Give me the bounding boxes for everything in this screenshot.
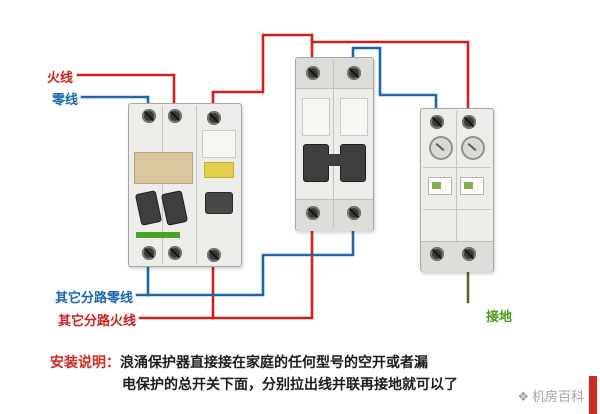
label-live-wire: 火线 <box>47 71 74 86</box>
terminal-screw <box>347 206 361 220</box>
groove-line <box>423 167 491 168</box>
terminal-screw <box>306 206 320 220</box>
spec-label <box>340 98 368 136</box>
accent-bar <box>589 376 597 414</box>
watermark: ❖机房百科 <box>517 386 584 405</box>
terminal-screw <box>142 246 156 260</box>
brand-icon: ❖ <box>517 390 529 405</box>
terminal-screw <box>430 115 444 129</box>
groove-line <box>423 209 491 210</box>
note-title: 安装说明： <box>50 355 120 371</box>
module-divider <box>196 106 197 264</box>
label-branch-neutral: 其它分路零线 <box>55 291 134 306</box>
label-ground: 接地 <box>486 310 513 325</box>
toggle-lever <box>134 190 163 226</box>
terminal-screw <box>430 247 444 261</box>
live-wire-to-spd <box>310 40 470 120</box>
spec-label <box>302 98 330 136</box>
terminal-screw <box>306 66 320 80</box>
status-indicator <box>464 182 473 189</box>
branch-live-bus <box>138 224 314 320</box>
dial-knob <box>461 136 485 160</box>
live-wire-loop <box>211 33 314 109</box>
pole-divider <box>162 106 163 264</box>
label-neutral-wire: 零线 <box>52 93 79 108</box>
status-window <box>460 177 484 195</box>
rating-label <box>134 152 193 184</box>
neutral-wire-to-spd <box>351 46 438 120</box>
rcbo-breaker-device <box>128 103 242 267</box>
toggle-lever <box>340 144 366 182</box>
terminal-screw <box>168 109 182 123</box>
status-window <box>428 177 452 195</box>
installation-note: 安装说明：浪涌保护器直接接在家庭的任何型号的空开或者漏 电保护的总开关下面，分别… <box>50 352 575 396</box>
terminal-screw <box>207 248 221 262</box>
note-line2: 电保护的总开关下面，分别拉出线并联再接地就可以了 <box>122 377 458 393</box>
note-line1: 浪涌保护器直接接在家庭的任何型号的空开或者漏 <box>120 355 428 371</box>
terminal-screw <box>142 109 156 123</box>
surge-protector-device <box>420 108 494 272</box>
brand-mark <box>136 232 180 238</box>
terminal-screw <box>462 247 476 261</box>
terminal-screw <box>462 115 476 129</box>
terminal-screw <box>207 111 221 125</box>
terminal-screw <box>347 66 361 80</box>
spec-label <box>202 130 236 158</box>
branch-neutral-bus <box>135 224 355 297</box>
terminal-screw <box>168 246 182 260</box>
status-indicator <box>432 182 441 189</box>
pole-divider <box>333 60 334 228</box>
test-button <box>205 192 233 214</box>
label-branch-live: 其它分路火线 <box>58 314 137 329</box>
main-breaker-device <box>295 57 374 231</box>
module-divider <box>456 111 457 269</box>
live-wire-lead <box>76 73 176 109</box>
toggle-bridge <box>324 154 344 166</box>
toggle-lever <box>160 190 189 226</box>
warning-label <box>204 162 234 178</box>
dial-knob <box>429 136 453 160</box>
brand-name: 机房百科 <box>531 390 584 405</box>
